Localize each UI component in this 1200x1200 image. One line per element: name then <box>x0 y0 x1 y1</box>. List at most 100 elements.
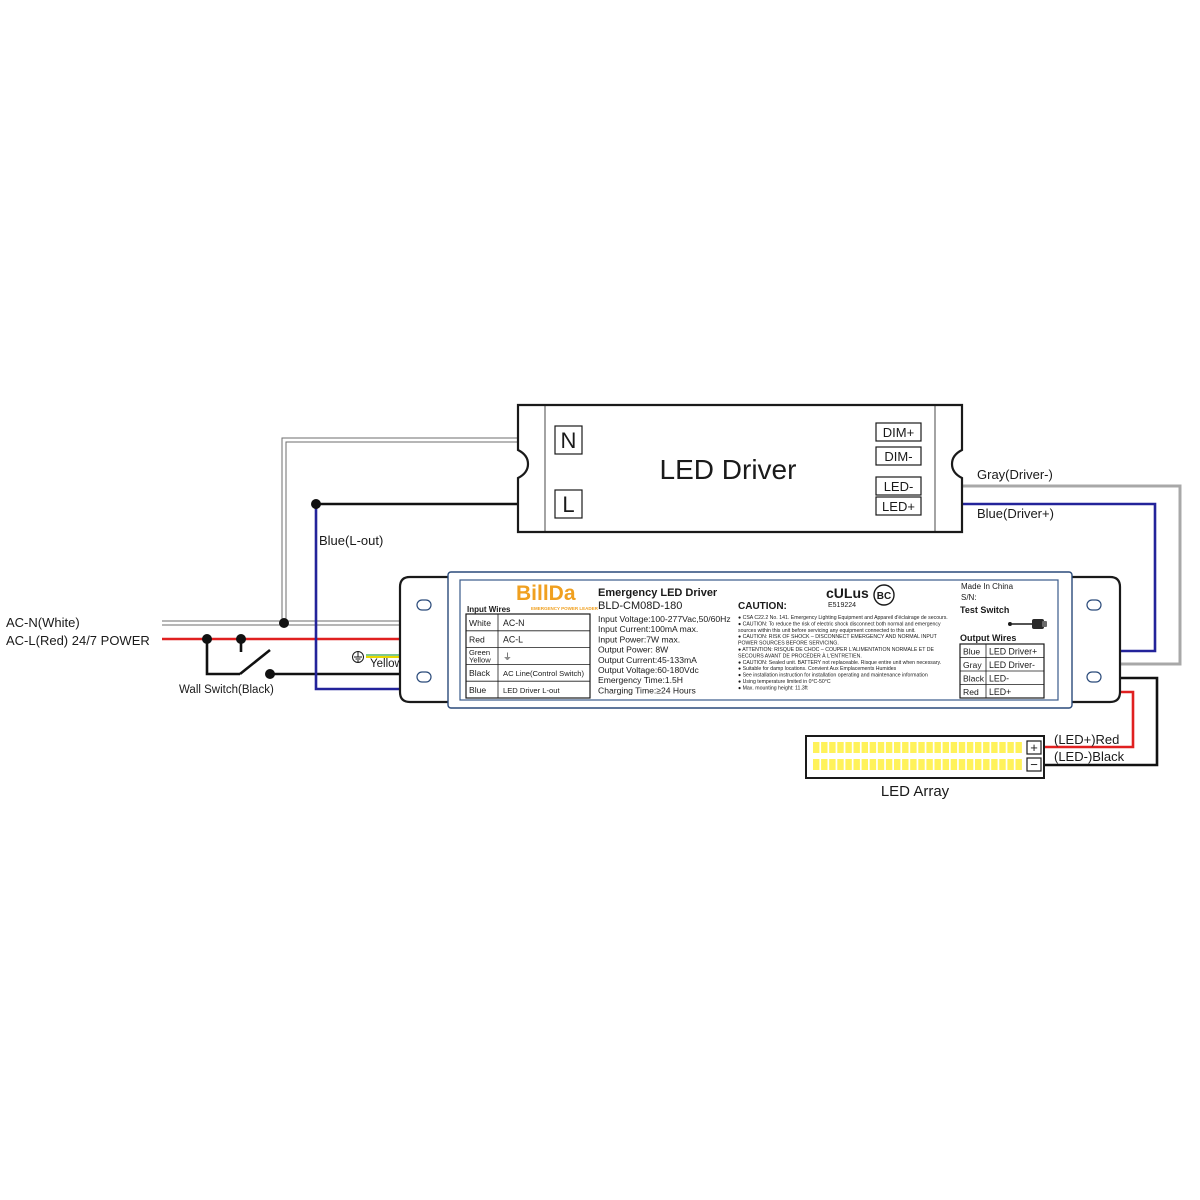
led-driver-title: LED Driver <box>660 454 797 485</box>
junction-dot <box>236 634 246 644</box>
terminal-led-plus <box>875 496 922 516</box>
brand-logo: BillDa <box>516 582 576 605</box>
led-chip <box>910 742 917 753</box>
led-chip <box>861 742 868 753</box>
junction-dot <box>265 669 275 679</box>
output-wire-function: LED Driver+ <box>989 647 1037 657</box>
output-wire-function: LED- <box>989 674 1009 684</box>
ul-mark-icon: cULus <box>826 585 869 601</box>
led-chip <box>975 759 982 770</box>
spec-line: Output Voltage:60-180Vdc <box>598 665 700 675</box>
caution-line: ● CAUTION: To reduce the risk of electri… <box>738 621 941 627</box>
input-wire-function: ⏚ <box>503 651 512 661</box>
input-wire-color: Red <box>469 635 485 645</box>
led-chip <box>942 759 949 770</box>
led-chip <box>934 742 941 753</box>
input-wire-color: White <box>469 618 491 628</box>
terminal-n-label: N <box>561 428 577 453</box>
led-array-label: LED Array <box>881 783 950 800</box>
led-chip <box>885 759 893 770</box>
label-ac-l: AC-L(Red) 24/7 POWER <box>6 633 150 648</box>
led-chip <box>894 742 901 753</box>
label-led-plus-red: (LED+)Red <box>1054 732 1119 747</box>
caution-line: ● CAUTION: RISK OF SHOCK – DISCONNECT EM… <box>738 634 938 640</box>
led-chip <box>991 742 998 753</box>
led-chip <box>845 759 852 770</box>
led-chip <box>837 742 844 753</box>
label-ac-n: AC-N(White) <box>6 615 80 630</box>
led-chip <box>934 759 941 770</box>
led-chip <box>966 742 974 753</box>
input-wire-function: LED Driver L-out <box>503 686 560 695</box>
led-chip <box>999 742 1006 753</box>
led-array-plus-terminal <box>1026 740 1042 755</box>
led-chip <box>902 759 909 770</box>
output-wires-title: Output Wires <box>960 633 1016 643</box>
led-chip <box>1015 759 1022 770</box>
led-chip <box>829 759 836 770</box>
led-chip <box>999 759 1006 770</box>
input-wire-color: Black <box>469 668 491 678</box>
terminal-dim-plus <box>875 422 922 442</box>
made-in: Made In China <box>961 582 1014 591</box>
output-wire-function: LED Driver- <box>989 660 1035 670</box>
spec-line: Output Power: 8W <box>598 645 669 655</box>
led-chip <box>813 759 820 770</box>
led-array-minus-terminal <box>1026 757 1042 772</box>
caution-line: ● See installation instruction for insta… <box>738 673 928 679</box>
test-switch-icon[interactable] <box>1008 619 1047 629</box>
output-wire-color: Blue <box>963 647 980 657</box>
led-chip <box>1015 742 1022 753</box>
junction-dot <box>202 634 212 644</box>
input-wires-title: Input Wires <box>467 605 511 614</box>
emergency-led-driver: BillDa EMERGENCY POWER LEADER Emergency … <box>398 571 1122 709</box>
junction-dot <box>311 499 321 509</box>
led-chip <box>950 759 958 770</box>
emergency-driver-title: Emergency LED Driver <box>598 587 718 599</box>
led-chip <box>958 759 966 770</box>
cert-file-number: E519224 <box>828 602 856 609</box>
caution-line: ● CSA C22.2 No. 141. Emergency Lighting … <box>738 615 948 621</box>
test-switch-label: Test Switch <box>960 605 1009 615</box>
led-chip <box>813 742 820 753</box>
spec-line: Input Power:7W max. <box>598 634 680 644</box>
led-chip <box>861 759 868 770</box>
led-chip <box>918 742 925 753</box>
led-array-plus-label: + <box>1030 740 1038 755</box>
label-blue-l-out: Blue(L-out) <box>319 533 383 548</box>
bc-mark-icon: BC <box>877 591 891 602</box>
brand-tagline: EMERGENCY POWER LEADER <box>531 606 599 611</box>
spec-line: Input Current:100mA max. <box>598 624 698 634</box>
led-array: + − LED Array <box>805 735 1045 800</box>
caution-line: SECOURS AVANT DE PROCÉDER À L'ENTRETIEN. <box>738 652 862 659</box>
serial-number: S/N: <box>961 593 977 602</box>
spec-line: Input Voltage:100-277Vac,50/60Hz <box>598 614 731 624</box>
input-wire-color: Green <box>469 648 490 657</box>
caution-list: ● CSA C22.2 No. 141. Emergency Lighting … <box>738 615 948 691</box>
caution-line: ● Using temperature limited in 0°C-50°C <box>738 679 831 685</box>
led-chip <box>991 759 998 770</box>
led-chip <box>829 742 836 753</box>
led-array-minus-label: − <box>1030 757 1038 772</box>
spec-line: Emergency Time:1.5H <box>598 675 683 685</box>
input-wire-function: AC Line(Control Switch) <box>503 669 584 678</box>
output-wire-color: Black <box>963 674 985 684</box>
caution-line: sources within this unit before servicin… <box>738 628 916 634</box>
led-chip <box>885 742 893 753</box>
input-wire-function: AC-N <box>503 618 525 628</box>
led-chip <box>975 742 982 753</box>
led-chip <box>821 759 828 770</box>
led-chip <box>918 759 925 770</box>
led-chip <box>837 759 844 770</box>
led-chip <box>910 759 917 770</box>
led-chip <box>853 742 860 753</box>
led-chip <box>966 759 974 770</box>
led-driver-case <box>516 403 964 534</box>
led-driver: N L LED Driver DIM+ DIM- LED- LED+ <box>516 403 964 534</box>
terminal-dim-plus-label: DIM+ <box>883 425 914 440</box>
input-wire-function: AC-L <box>503 635 523 645</box>
output-wire-color: Gray <box>963 660 982 670</box>
